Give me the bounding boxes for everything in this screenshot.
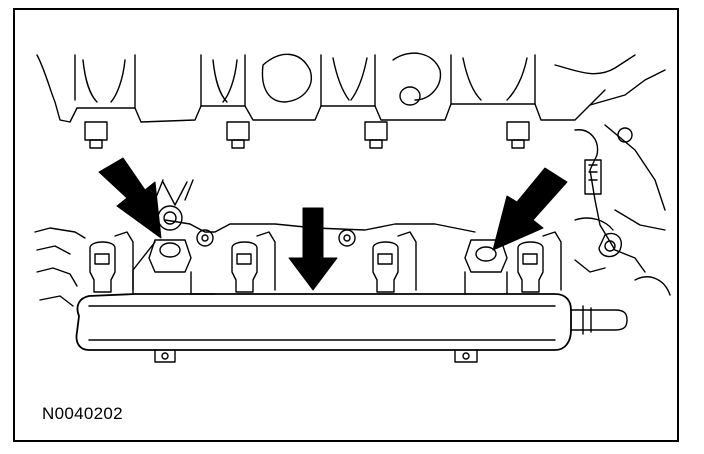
engine-block-lower bbox=[34, 217, 671, 307]
intake-manifold-outline bbox=[36, 52, 666, 211]
figure-frame: N0040202 bbox=[13, 8, 679, 442]
figure-reference-code: N0040202 bbox=[42, 404, 123, 423]
fuel-injectors bbox=[89, 241, 544, 293]
fuel-rail-illustration bbox=[34, 52, 671, 363]
right-sensor-bracket bbox=[574, 127, 666, 273]
callout-arrows bbox=[98, 157, 568, 291]
arrow-right bbox=[492, 167, 568, 251]
fuel-rail bbox=[75, 241, 628, 363]
arrow-left bbox=[98, 157, 162, 239]
injector-brackets bbox=[114, 219, 562, 291]
upper-connectors bbox=[84, 121, 530, 149]
arrow-center bbox=[288, 207, 338, 291]
